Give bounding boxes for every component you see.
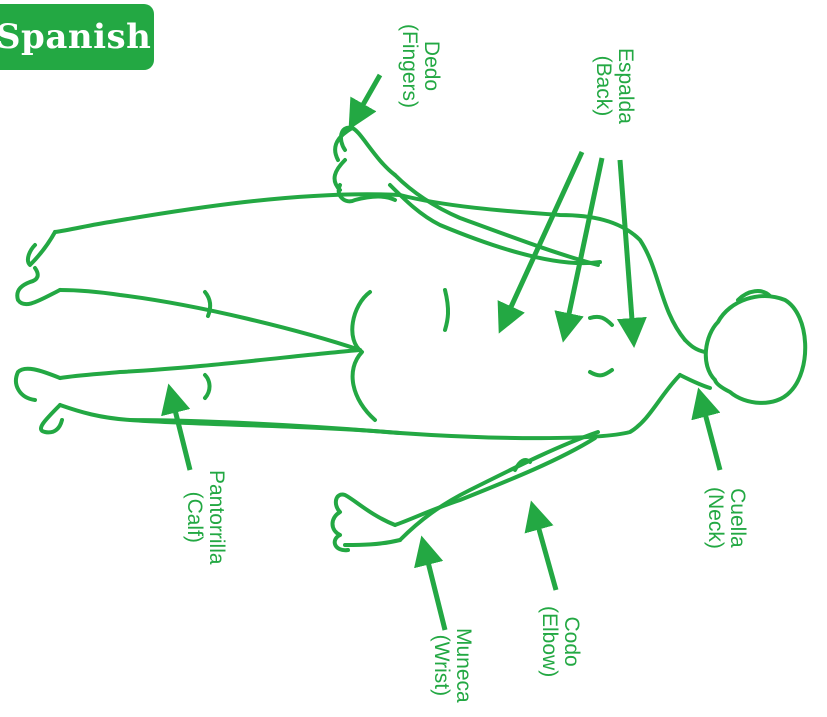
arrow-espalda-3 (620, 160, 633, 333)
lower-foot-outline (16, 369, 62, 433)
label-codo: Codo(Elbow) (538, 606, 582, 677)
upper-hand-outline (335, 128, 395, 202)
label-pantorrilla: Pantorrilla(Calf) (183, 470, 227, 565)
head-outline (706, 296, 805, 403)
arrow-cuella (702, 402, 720, 470)
lower-leg-outline (60, 405, 400, 433)
hip-curve (352, 292, 375, 420)
lower-arm-inner (395, 438, 595, 525)
arrow-espalda-1 (505, 152, 582, 320)
neck-outline (685, 340, 705, 352)
lower-leg-inner (60, 350, 360, 378)
arrow-pantorrilla (172, 398, 190, 470)
lower-hand-outline (333, 495, 401, 551)
neck-outline-lower (680, 375, 710, 388)
abdomen-mark (445, 290, 448, 330)
chest-mark-2 (590, 317, 612, 325)
arrow-espalda-2 (566, 158, 602, 328)
torso-top-outline (400, 195, 685, 340)
label-espalda: Espalda(Back) (592, 48, 636, 124)
knee-upper (205, 292, 210, 316)
torso-bottom-outline (130, 375, 680, 438)
arrow-codo (535, 515, 556, 590)
arrow-dedo (356, 75, 380, 117)
label-dedo: Dedo(Fingers) (398, 24, 442, 108)
chest-mark-1 (590, 370, 612, 375)
arrow-muneca (425, 550, 445, 630)
label-cuella: Cuella(Neck) (704, 487, 748, 549)
label-muneca: Muneca(Wrist) (430, 628, 474, 703)
upper-foot-outline (17, 232, 60, 304)
knee-lower (205, 375, 210, 398)
